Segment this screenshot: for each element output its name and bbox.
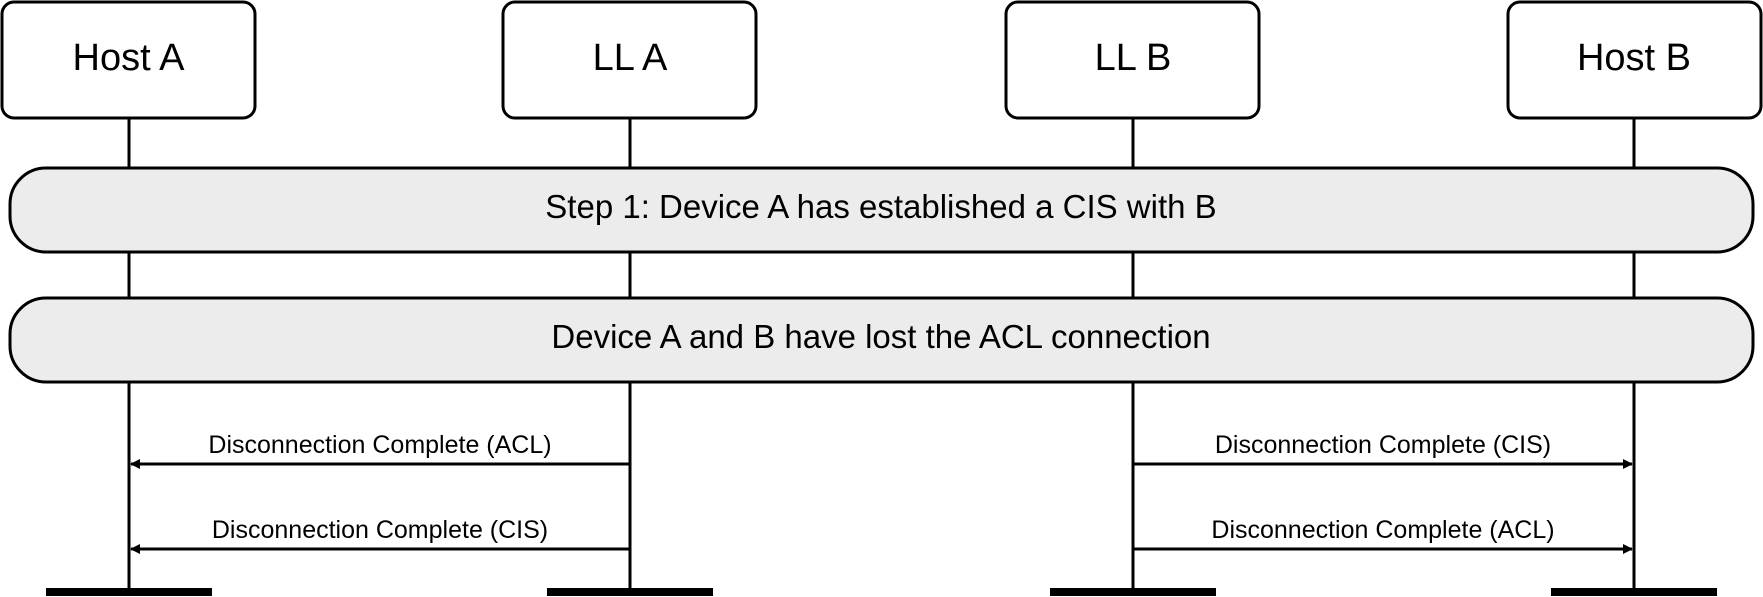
participant-label: LL A [593, 37, 668, 79]
end-bar-host-b [1551, 588, 1717, 596]
participant-ll-a: LL A [501, 0, 758, 120]
participant-label: Host B [1577, 37, 1691, 79]
note-text: Device A and B have lost the ACL connect… [551, 318, 1210, 355]
end-bar-host-a [46, 588, 212, 596]
participant-label: Host A [73, 37, 186, 79]
message-label: Disconnection Complete (ACL) [208, 431, 551, 459]
participant-host-a: Host A [0, 0, 257, 120]
message-label: Disconnection Complete (CIS) [212, 516, 548, 544]
note-step1: Step 1: Device A has established a CIS w… [8, 166, 1755, 254]
note-text: Step 1: Device A has established a CIS w… [545, 188, 1216, 225]
message-llb-hostb-acl: Disconnection Complete (ACL) [1133, 516, 1633, 554]
message-lla-hosta-acl: Disconnection Complete (ACL) [130, 431, 630, 469]
participant-host-b: Host B [1506, 0, 1763, 120]
end-bar-ll-a [547, 588, 713, 596]
participant-label: LL B [1095, 37, 1172, 79]
participant-ll-b: LL B [1004, 0, 1261, 120]
lifeline-ends [46, 588, 1717, 596]
message-llb-hostb-cis: Disconnection Complete (CIS) [1133, 431, 1633, 469]
message-label: Disconnection Complete (ACL) [1211, 516, 1554, 544]
note-lost-acl: Device A and B have lost the ACL connect… [8, 296, 1755, 384]
message-lla-hosta-cis: Disconnection Complete (CIS) [130, 516, 630, 554]
end-bar-ll-b [1050, 588, 1216, 596]
message-label: Disconnection Complete (CIS) [1215, 431, 1551, 459]
